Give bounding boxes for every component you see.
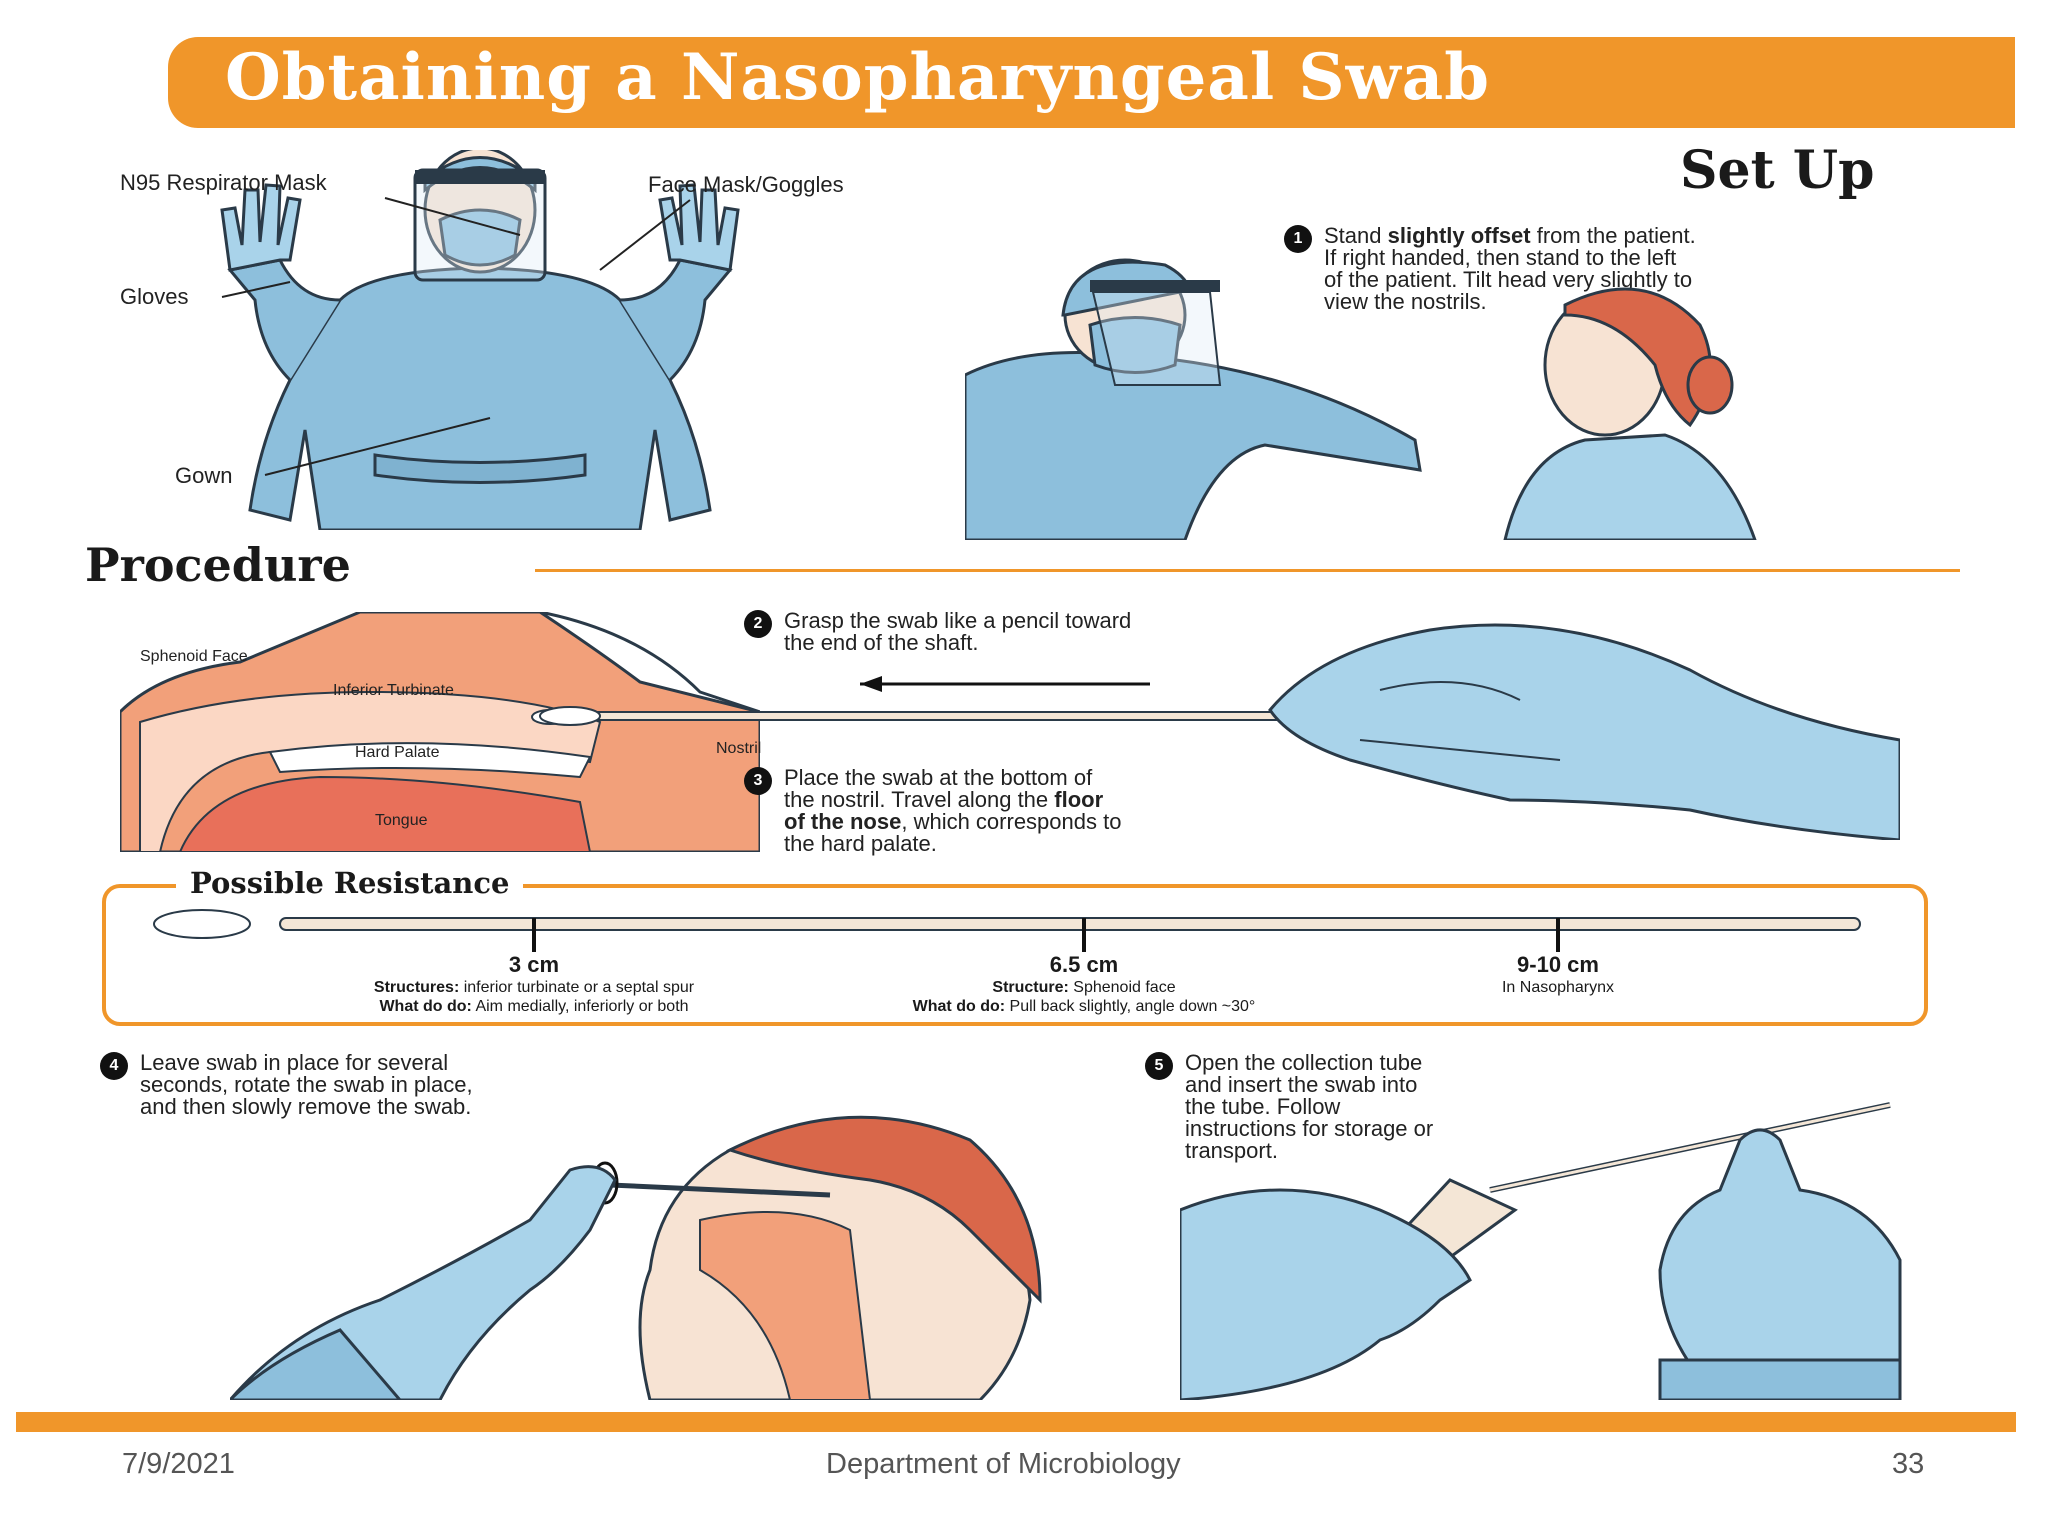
n95-label: N95 Respirator Mask	[120, 170, 327, 195]
setup-heading: Set Up	[1680, 140, 1875, 201]
rotate-swab-illustration	[230, 1115, 1042, 1400]
gloves-label: Gloves	[120, 284, 189, 309]
step3-text: 3 Place the swab at the bottom of the no…	[744, 767, 1364, 855]
swab-ruler-graphic	[153, 909, 1861, 952]
procedure-divider	[535, 569, 1960, 572]
possible-resistance-heading: Possible Resistance	[176, 866, 524, 900]
positioning-illustration	[965, 258, 1757, 540]
resistance-mark-9-10cm: 9-10 cm In Nasopharynx	[1501, 952, 1615, 996]
step5-number: 5	[1145, 1052, 1173, 1080]
footer-page-number: 33	[1892, 1448, 1925, 1480]
ppe-clinician-illustration	[220, 150, 740, 530]
step3-number: 3	[744, 767, 772, 795]
step2-text: 2 Grasp the swab like a pencil toward th…	[744, 610, 1364, 654]
footer-date: 7/9/2021	[122, 1448, 235, 1480]
collection-tube-illustration	[1180, 1102, 1902, 1400]
setup-leader-lines	[221, 197, 691, 476]
page-title: Obtaining a Nasopharyngeal Swab	[225, 40, 1490, 115]
footer-department: Department of Microbiology	[826, 1448, 1181, 1480]
step2-number: 2	[744, 610, 772, 638]
gloved-hand-illustration	[1268, 623, 1900, 840]
possible-resistance-box	[102, 884, 1928, 1026]
inferior-turbinate-label: Inferior Turbinate	[333, 682, 454, 699]
step1-number: 1	[1284, 225, 1312, 253]
nasal-anatomy-illustration	[120, 612, 760, 852]
footer-bar	[16, 1412, 2016, 1432]
hard-palate-label: Hard Palate	[355, 744, 440, 761]
sphenoid-face-label: Sphenoid Face	[140, 648, 248, 665]
step1-text: 1 Stand slightly offset from the patient…	[1284, 225, 1924, 313]
step4-text: 4 Leave swab in place for several second…	[100, 1052, 700, 1118]
procedure-heading: Procedure	[85, 538, 351, 592]
nostril-label: Nostril	[716, 740, 762, 757]
face-mask-label: Face Mask/Goggles	[648, 172, 844, 197]
step4-number: 4	[100, 1052, 128, 1080]
resistance-mark-6-5cm: 6.5 cm Structure: Sphenoid face What do …	[912, 952, 1256, 1015]
gown-label: Gown	[175, 463, 233, 488]
title-banner	[168, 37, 2015, 128]
tongue-label: Tongue	[375, 812, 428, 829]
resistance-mark-3cm: 3 cm Structures: inferior turbinate or a…	[373, 952, 695, 1015]
step5-text: 5 Open the collection tube and insert th…	[1145, 1052, 1585, 1162]
